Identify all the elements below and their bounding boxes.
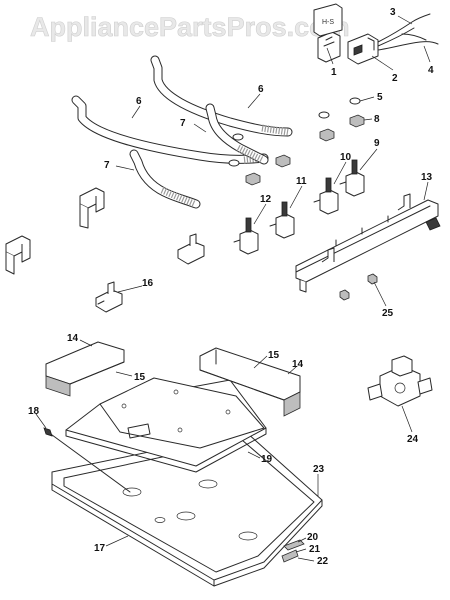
- part-7-tube-right: [205, 103, 269, 165]
- callout-3: 3: [390, 7, 396, 18]
- part-13-manifold: [295, 193, 441, 293]
- watermark-text: AppliancePartsPros.com: [30, 12, 350, 42]
- bracket-upper-left: [79, 187, 105, 229]
- callout-21: 21: [309, 544, 321, 555]
- callout-9: 9: [374, 138, 380, 149]
- callout-6-left: 6: [136, 96, 142, 107]
- callout-25: 25: [382, 308, 394, 319]
- part-12-valve: [233, 217, 259, 255]
- part-6-tube-upper: [150, 55, 293, 137]
- part-16-bracket: [95, 281, 123, 313]
- callout-8: 8: [374, 114, 380, 125]
- callout-19: 19: [261, 454, 273, 465]
- part-7-tube-left: [129, 149, 201, 209]
- part-3-wire: [377, 13, 431, 47]
- part-9-valve: [339, 159, 365, 197]
- callout-15-right: 15: [268, 350, 280, 361]
- callout-1: 1: [331, 67, 337, 78]
- callout-7-upper: 7: [180, 118, 186, 129]
- bracket-center: [177, 233, 205, 265]
- part-18-ignitor: [43, 427, 131, 493]
- callout-2: 2: [392, 73, 398, 84]
- washers-nuts: [228, 97, 365, 186]
- callout-5: 5: [377, 92, 383, 103]
- callout-4: 4: [428, 65, 434, 76]
- part-20-22-hardware: [281, 539, 305, 563]
- bracket-lower-left: [5, 235, 31, 275]
- part-6-tube-long: [71, 95, 269, 164]
- part-15-plate-center: [99, 377, 265, 449]
- callout-14-right: 14: [292, 359, 304, 370]
- callout-7-left: 7: [104, 160, 110, 171]
- callout-22: 22: [317, 556, 329, 567]
- part-4-wire: [377, 33, 439, 51]
- part-25-screw: [339, 273, 378, 301]
- callout-13: 13: [421, 172, 433, 183]
- callout-11: 11: [296, 176, 307, 187]
- part-14-channel-right: [199, 347, 301, 417]
- callout-labels: 1 2 3 4 5 6 6 7 7 8 9 10 11 12 13 14 14 …: [28, 7, 434, 567]
- part-1-bracket: H-S: [313, 3, 343, 63]
- callout-18: 18: [28, 406, 40, 417]
- part-24-regulator: [367, 355, 433, 407]
- callout-12: 12: [260, 194, 272, 205]
- svg-text:H-S: H-S: [322, 19, 334, 26]
- callout-10: 10: [340, 152, 352, 163]
- leader-lines: [35, 15, 431, 562]
- callout-17: 17: [94, 543, 106, 554]
- callout-14-left: 14: [67, 333, 79, 344]
- part-2-switch-block: [347, 33, 379, 65]
- part-10-valve: [313, 177, 339, 215]
- callout-23: 23: [313, 464, 325, 475]
- callout-16: 16: [142, 278, 154, 289]
- part-11-valve: [269, 201, 295, 239]
- callout-24: 24: [407, 434, 419, 445]
- part-14-channel-left: [45, 341, 125, 397]
- callout-6-upper: 6: [258, 84, 264, 95]
- callout-20: 20: [307, 532, 319, 543]
- callout-15-left: 15: [134, 372, 146, 383]
